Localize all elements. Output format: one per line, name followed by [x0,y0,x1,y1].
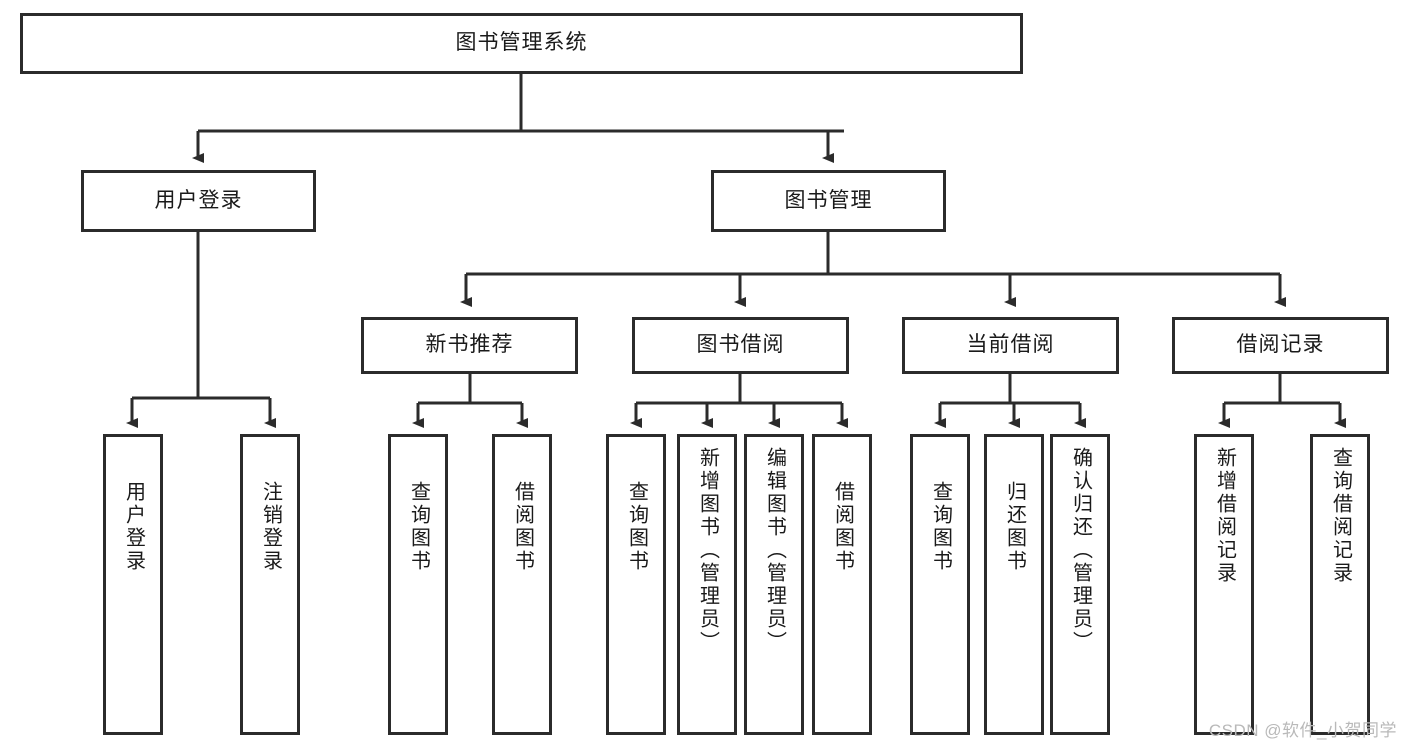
node-current-borrow-label: 当前借阅 [966,333,1055,357]
node-leaf-borrow-book-1-label: 借阅图书 [511,481,534,573]
node-leaf-query-book-1-label: 查询图书 [407,481,430,573]
node-current-borrow[interactable]: 当前借阅 [902,317,1119,374]
node-book-manage-label: 图书管理 [784,188,873,212]
node-book-manage[interactable]: 图书管理 [711,170,946,232]
node-leaf-user-login-label: 用户登录 [122,481,145,573]
node-leaf-add-book[interactable]: 新增图书（管理员） [677,434,737,735]
node-root-label: 图书管理系统 [455,31,588,55]
node-leaf-edit-book-label: 编辑图书（管理员） [763,447,786,654]
node-leaf-query-book-2-label: 查询图书 [625,481,648,573]
watermark-text: CSDN @软件_小贺同学 [1208,721,1397,740]
node-leaf-user-login[interactable]: 用户登录 [103,434,163,735]
node-leaf-add-record-label: 新增借阅记录 [1213,447,1236,585]
node-new-book-recommend[interactable]: 新书推荐 [361,317,578,374]
node-root[interactable]: 图书管理系统 [20,13,1023,74]
node-leaf-return-book-label: 归还图书 [1003,481,1026,573]
node-user-login-label: 用户登录 [154,188,243,212]
node-book-borrow[interactable]: 图书借阅 [632,317,849,374]
node-leaf-user-logout-label: 注销登录 [259,481,282,573]
node-leaf-query-book-2[interactable]: 查询图书 [606,434,666,735]
node-leaf-confirm-return[interactable]: 确认归还（管理员） [1050,434,1110,735]
node-leaf-confirm-return-label: 确认归还（管理员） [1069,447,1092,654]
node-borrow-record-label: 借阅记录 [1236,333,1325,357]
node-leaf-query-record-label: 查询借阅记录 [1329,447,1352,585]
node-leaf-borrow-book-1[interactable]: 借阅图书 [492,434,552,735]
node-new-book-recommend-label: 新书推荐 [425,333,514,357]
node-leaf-borrow-book-2-label: 借阅图书 [831,481,854,573]
node-leaf-query-record[interactable]: 查询借阅记录 [1310,434,1370,735]
node-leaf-query-book-3[interactable]: 查询图书 [910,434,970,735]
node-leaf-add-record[interactable]: 新增借阅记录 [1194,434,1254,735]
node-user-login[interactable]: 用户登录 [81,170,316,232]
node-leaf-query-book-3-label: 查询图书 [929,481,952,573]
node-leaf-borrow-book-2[interactable]: 借阅图书 [812,434,872,735]
node-leaf-return-book[interactable]: 归还图书 [984,434,1044,735]
node-borrow-record[interactable]: 借阅记录 [1172,317,1389,374]
node-book-borrow-label: 图书借阅 [696,333,785,357]
node-leaf-query-book-1[interactable]: 查询图书 [388,434,448,735]
node-leaf-edit-book[interactable]: 编辑图书（管理员） [744,434,804,735]
node-leaf-add-book-label: 新增图书（管理员） [696,447,719,654]
node-leaf-user-logout[interactable]: 注销登录 [240,434,300,735]
